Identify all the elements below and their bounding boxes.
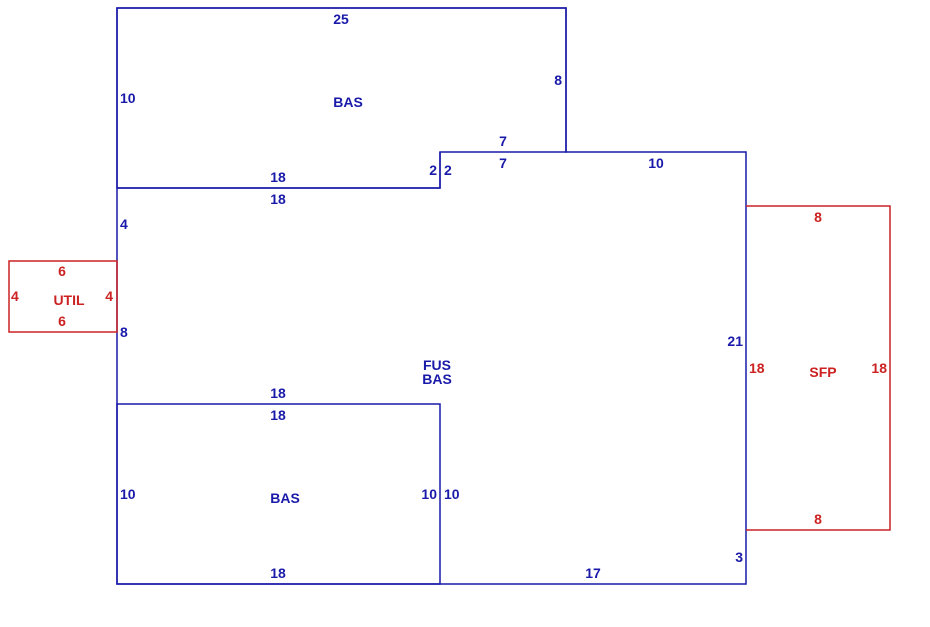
living-dimension-labels: 25 10 8 18 18 2 2 7 7 10 4 8 21 3 17 18 … (120, 11, 743, 581)
dim-util-right: 4 (105, 288, 113, 304)
living-area-outlines (116, 7, 747, 585)
sfp-outline (746, 205, 891, 531)
dim-main-bottom-right: 17 (585, 565, 601, 581)
dim-main-left-upper: 4 (120, 216, 128, 232)
dim-util-left: 4 (11, 288, 19, 304)
dim-notch-top-inner: 7 (499, 155, 507, 171)
other-area-outlines (8, 205, 891, 531)
dim-step-left-inner: 2 (444, 162, 452, 178)
dim-top-bottom-outer: 18 (270, 169, 286, 185)
dim-sfp-left: 18 (749, 360, 765, 376)
dim-sfp-right: 18 (871, 360, 887, 376)
area-label-bas-main: BAS (422, 371, 452, 387)
dim-notch-top-outer: 7 (499, 133, 507, 149)
dim-top-bottom-inner: 18 (270, 191, 286, 207)
area-label-sfp: SFP (809, 364, 836, 380)
dim-bottom-right-outer: 10 (444, 486, 460, 502)
dim-util-top: 6 (58, 263, 66, 279)
dim-top-right-height: 8 (554, 72, 562, 88)
util-outline (8, 260, 118, 333)
dim-top-width: 25 (333, 11, 349, 27)
dim-bottom-bottom: 18 (270, 565, 286, 581)
other-dimension-labels: 6 6 4 4 8 8 18 18 (11, 209, 887, 527)
area-labels: BAS FUS BAS BAS UTIL SFP (53, 94, 836, 506)
dim-main-left-mid: 8 (120, 324, 128, 340)
top-bas-divider (117, 152, 441, 189)
area-label-fus: FUS (423, 357, 451, 373)
dim-main-right: 21 (727, 333, 743, 349)
dim-bottom-top-outer: 18 (270, 385, 286, 401)
dim-sfp-bottom: 8 (814, 511, 822, 527)
area-label-bas-bottom: BAS (270, 490, 300, 506)
dim-sfp-top: 8 (814, 209, 822, 225)
area-label-util: UTIL (53, 292, 85, 308)
area-label-bas-top: BAS (333, 94, 363, 110)
dim-step-left-outer: 2 (429, 162, 437, 178)
dim-bottom-right-inner: 10 (421, 486, 437, 502)
dim-top-left-height: 10 (120, 90, 136, 106)
dim-bottom-top-inner: 18 (270, 407, 286, 423)
dim-bottom-left: 10 (120, 486, 136, 502)
dim-main-right-lower: 3 (735, 549, 743, 565)
dim-util-bottom: 6 (58, 313, 66, 329)
bottom-bas-outline (116, 403, 441, 585)
dim-main-top-right: 10 (648, 155, 664, 171)
